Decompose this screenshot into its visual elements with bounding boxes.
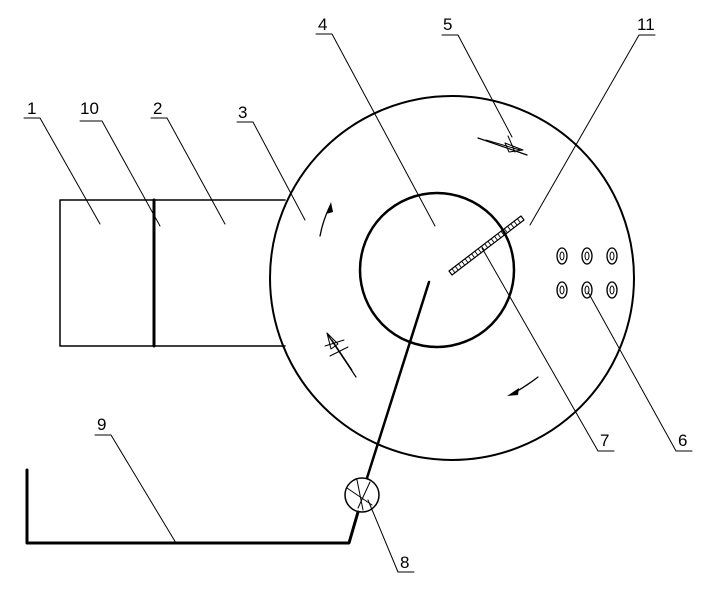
label-6: 6 — [678, 431, 687, 450]
label-7: 7 — [600, 431, 609, 450]
label-4: 4 — [318, 15, 327, 34]
inner-cylinder — [358, 191, 516, 349]
label-10: 10 — [80, 99, 99, 118]
label-5: 5 — [443, 15, 452, 34]
label-3: 3 — [238, 103, 247, 122]
flow-arrow-down-left — [507, 376, 539, 396]
agitator-left — [324, 332, 357, 378]
pump-8 — [344, 477, 380, 513]
pipe-to-center — [365, 280, 431, 480]
leader-lines — [23, 33, 693, 573]
holes-6 — [556, 247, 618, 299]
label-2: 2 — [153, 99, 162, 118]
label-1: 1 — [27, 99, 36, 118]
label-8: 8 — [400, 553, 409, 572]
box-1 — [59, 199, 155, 347]
outer-ring-wall — [269, 95, 635, 461]
agitator-5 — [477, 135, 528, 156]
label-11: 11 — [637, 15, 655, 34]
hatched-bar-7 — [448, 215, 525, 276]
label-9: 9 — [97, 415, 106, 434]
pipe-9 — [25, 468, 360, 545]
flow-arrow-up — [319, 202, 333, 237]
